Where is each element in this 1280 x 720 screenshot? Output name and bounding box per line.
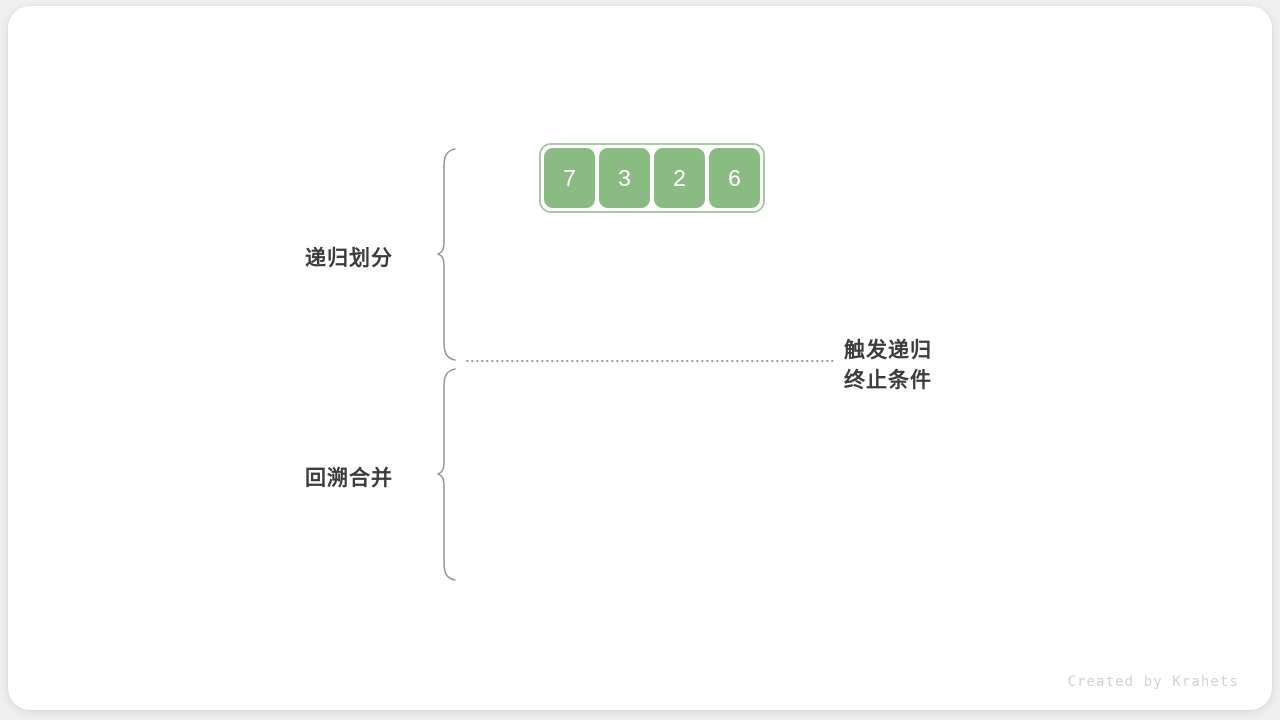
phase-label-divide: 递归划分 [305, 247, 393, 270]
array-cell[interactable]: 2 [654, 148, 705, 208]
brace-merge [437, 368, 456, 581]
diagram-card: 7 3 2 6 递归划分 回溯合并 触发递归 终止条件 Created by K… [8, 6, 1272, 710]
array-cell[interactable]: 6 [709, 148, 760, 208]
diagram-overlay-svg [437, 148, 837, 581]
terminate-condition-note-line1: 触发递归 [844, 339, 932, 362]
diagram-stage: 7 3 2 6 递归划分 回溯合并 触发递归 终止条件 Created by K… [8, 6, 1272, 710]
terminate-condition-note-line2: 终止条件 [844, 369, 932, 392]
brace-divide [437, 148, 456, 361]
terminate-condition-note: 触发递归 终止条件 [844, 336, 932, 396]
array-cell[interactable]: 7 [544, 148, 595, 208]
phase-label-merge: 回溯合并 [305, 467, 393, 490]
merge-sort-input-array: 7 3 2 6 [539, 143, 765, 213]
array-cell[interactable]: 3 [599, 148, 650, 208]
credit-text: Created by Krahets [1067, 674, 1239, 690]
